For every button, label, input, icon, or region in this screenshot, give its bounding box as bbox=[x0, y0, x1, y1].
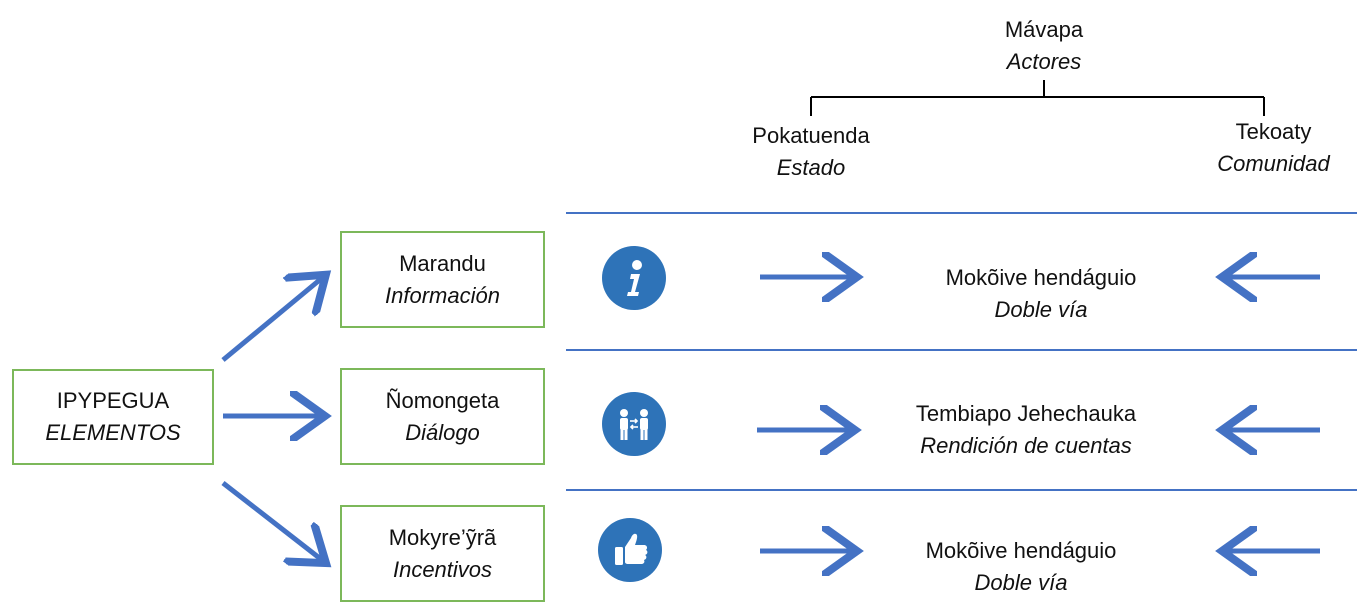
flow-label-3: Mokõive hendáguio Doble vía bbox=[925, 538, 1117, 595]
flow-label-2: Tembiapo Jehechauka Rendición de cuentas bbox=[915, 401, 1137, 458]
root-label-es: ELEMENTOS bbox=[45, 420, 181, 445]
row-dividers bbox=[566, 212, 1357, 491]
element-box-marandu: Marandu Información bbox=[340, 231, 545, 328]
root-box: IPYPEGUA ELEMENTOS bbox=[12, 369, 214, 465]
actor-community: Tekoaty Comunidad bbox=[1217, 119, 1330, 176]
state-arrows bbox=[757, 277, 852, 551]
info-icon bbox=[602, 246, 666, 310]
thumbs-up-icon bbox=[598, 518, 662, 582]
community-arrows bbox=[1227, 277, 1320, 551]
element-box-nomongeta: Ñomongeta Diálogo bbox=[340, 368, 545, 465]
actors-bracket bbox=[810, 80, 1265, 116]
element-box-mokyreyra: Mokyre’ỹrã Incentivos bbox=[340, 505, 545, 602]
dialogue-icon bbox=[602, 392, 666, 456]
actors-title: Mávapa Actores bbox=[1004, 17, 1084, 74]
root-label: IPYPEGUA bbox=[56, 388, 170, 413]
flow-label-1: Mokõive hendáguio Doble vía bbox=[945, 265, 1137, 322]
actor-state: Pokatuenda Estado bbox=[752, 123, 870, 180]
arrow-to-marandu bbox=[221, 278, 322, 362]
root-arrows bbox=[221, 278, 322, 560]
arrow-to-mokyreyra bbox=[221, 481, 322, 560]
